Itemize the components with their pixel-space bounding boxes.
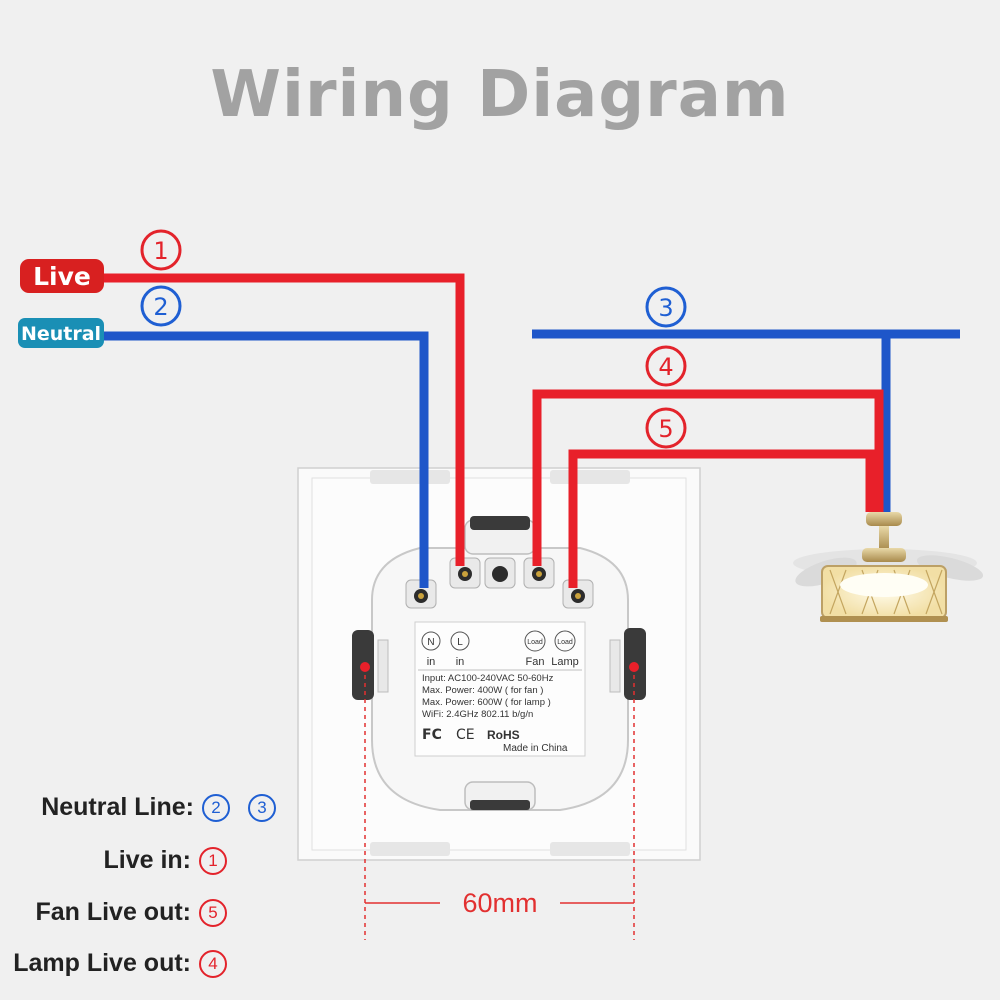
svg-text:5: 5 — [658, 415, 673, 443]
marker-4-icon: 4 — [199, 950, 227, 979]
lamp-live-wire-4 — [532, 389, 884, 566]
svg-text:N: N — [427, 637, 434, 648]
ce-mark: CE — [456, 727, 475, 743]
fan-live-wire-5 — [568, 449, 875, 588]
svg-text:3: 3 — [658, 294, 673, 322]
spec-line: WiFi: 2.4GHz 802.11 b/g/n — [422, 709, 533, 720]
dimension-label: 60mm — [440, 888, 560, 919]
wires — [100, 273, 960, 588]
live-wire-1 — [100, 273, 465, 566]
svg-text:4: 4 — [658, 353, 673, 381]
legend-lamp-live-out: Lamp Live out: 4 — [13, 949, 227, 979]
svg-text:Load: Load — [557, 639, 573, 646]
page-title: Wiring Diagram — [210, 58, 790, 132]
svg-text:Neutral: Neutral — [21, 323, 101, 345]
marker-3-icon: 3 — [248, 794, 276, 823]
wire-marker-4-icon: 4 — [645, 345, 687, 387]
rohs-mark: RoHS — [487, 728, 520, 742]
fan-light-fixture — [793, 512, 984, 622]
spec-line: Max. Power: 400W ( for fan ) — [422, 685, 543, 696]
neutral-tag: Neutral — [18, 318, 104, 348]
wire-marker-3-icon: 3 — [645, 286, 687, 328]
spec-line: Input: AC100-240VAC 50-60Hz — [422, 673, 554, 684]
svg-text:1: 1 — [153, 237, 168, 265]
made-in-text: Made in China — [503, 743, 568, 754]
terminal-caption: Fan — [526, 656, 545, 668]
terminal-caption: in — [456, 656, 465, 668]
terminal-caption: in — [427, 656, 436, 668]
legend-label: Live in: — [103, 846, 191, 874]
terminal-lamp-icon: Load — [554, 630, 576, 652]
wire-marker-5-icon: 5 — [645, 407, 687, 449]
legend-fan-live-out: Fan Live out: 5 — [35, 898, 227, 928]
legend-label: Neutral Line: — [41, 793, 194, 821]
spec-line: Max. Power: 600W ( for lamp ) — [422, 697, 551, 708]
neutral-wire-3 — [532, 329, 960, 512]
wire-marker-1-icon: 1 — [140, 229, 182, 271]
terminal-caption: Lamp — [551, 656, 579, 668]
svg-text:Live: Live — [33, 262, 91, 291]
terminal-l-icon: L — [450, 631, 470, 651]
terminal-n-icon: N — [421, 631, 441, 651]
neutral-wire-2 — [100, 331, 429, 588]
legend-label: Lamp Live out: — [13, 949, 191, 977]
svg-text:L: L — [457, 637, 463, 648]
legend-live-in: Live in: 1 — [103, 846, 227, 876]
legend-label: Fan Live out: — [35, 898, 191, 926]
terminal-fan-icon: Load — [524, 630, 546, 652]
product-label: N L Load Load in in Fan Lamp Input: AC10… — [414, 621, 586, 757]
live-tag: Live — [20, 259, 104, 293]
marker-1-icon: 1 — [199, 847, 227, 876]
wire-marker-2-icon: 2 — [140, 285, 182, 327]
fcc-mark: FC — [422, 727, 442, 743]
svg-text:2: 2 — [153, 293, 168, 321]
marker-2-icon: 2 — [202, 794, 230, 823]
svg-text:Load: Load — [527, 639, 543, 646]
marker-5-icon: 5 — [199, 899, 227, 928]
